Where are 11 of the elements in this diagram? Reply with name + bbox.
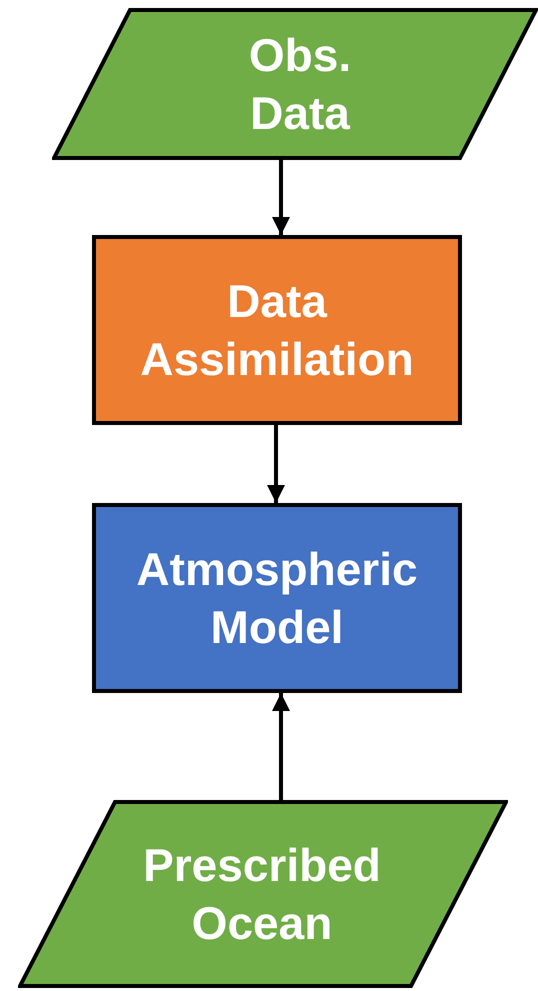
node-label: Prescribed Ocean <box>142 838 382 951</box>
arrow <box>267 425 285 503</box>
node-label: Data Assimilation <box>139 274 415 387</box>
input-parallelogram <box>18 800 508 988</box>
node-label: Obs. Data <box>248 28 352 141</box>
arrow <box>272 693 290 800</box>
node-label: Atmospheric Model <box>135 542 419 655</box>
input-parallelogram <box>52 8 538 160</box>
arrow <box>272 160 290 235</box>
process-box <box>92 235 462 425</box>
process-box <box>92 503 462 693</box>
